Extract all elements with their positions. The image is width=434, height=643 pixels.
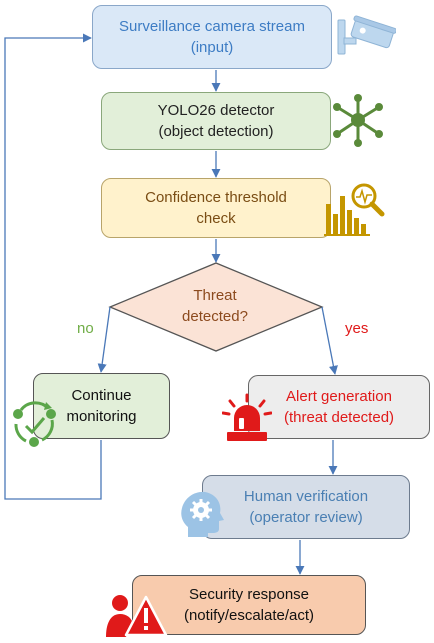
node-confidence-check-line2: check: [196, 210, 236, 227]
node-security-response: Security response (notify/escalate/act): [132, 575, 366, 635]
node-yolo-detector: YOLO26 detector (object detection): [101, 92, 331, 150]
decision-label: Threat detected?: [160, 280, 270, 332]
node-camera-stream-line1: Surveillance camera stream: [119, 18, 305, 35]
node-camera-stream-line2: (input): [190, 39, 234, 56]
node-human-verification-line1: Human verification: [243, 488, 369, 505]
decision-label-line1: Threat: [193, 287, 237, 304]
arrow-no-branch: [97, 306, 111, 373]
node-continue-monitoring-line2: monitoring: [66, 408, 137, 425]
node-camera-stream: Surveillance camera stream (input): [92, 5, 332, 69]
node-alert-generation: Alert generation (threat detected): [248, 375, 430, 439]
node-human-verification-line2: (operator review): [249, 509, 363, 526]
branch-label-yes: yes: [345, 320, 369, 337]
cycle-nodes-icon: [13, 401, 56, 447]
human-head-gear-icon: [181, 491, 224, 537]
decision-diamond: [108, 262, 324, 352]
network-graph-icon: [333, 94, 383, 147]
node-yolo-detector-line2: (object detection): [158, 123, 274, 140]
node-security-response-line2: (notify/escalate/act): [183, 607, 315, 624]
node-continue-monitoring: Continue monitoring: [33, 373, 170, 439]
node-yolo-detector-line1: YOLO26 detector: [157, 102, 275, 119]
bar-chart-magnifier-icon: [324, 183, 385, 236]
node-security-response-line1: Security response: [188, 586, 310, 603]
branch-label-no: no: [77, 320, 94, 337]
siren-icon: [222, 393, 272, 441]
node-human-verification: Human verification (operator review): [202, 475, 410, 539]
node-alert-generation-line2: (threat detected): [283, 409, 395, 426]
arrow-yes-branch: [321, 306, 338, 375]
node-alert-generation-line1: Alert generation: [286, 388, 392, 405]
node-confidence-check-line1: Confidence threshold: [145, 189, 287, 206]
node-confidence-check: Confidence threshold check: [101, 178, 331, 238]
person-warning-icon: [106, 595, 168, 637]
loop-back-connector: [4, 33, 102, 500]
cctv-camera-icon: [337, 15, 396, 55]
node-continue-monitoring-line1: Continue: [71, 387, 132, 404]
decision-label-line2: detected?: [182, 308, 248, 325]
